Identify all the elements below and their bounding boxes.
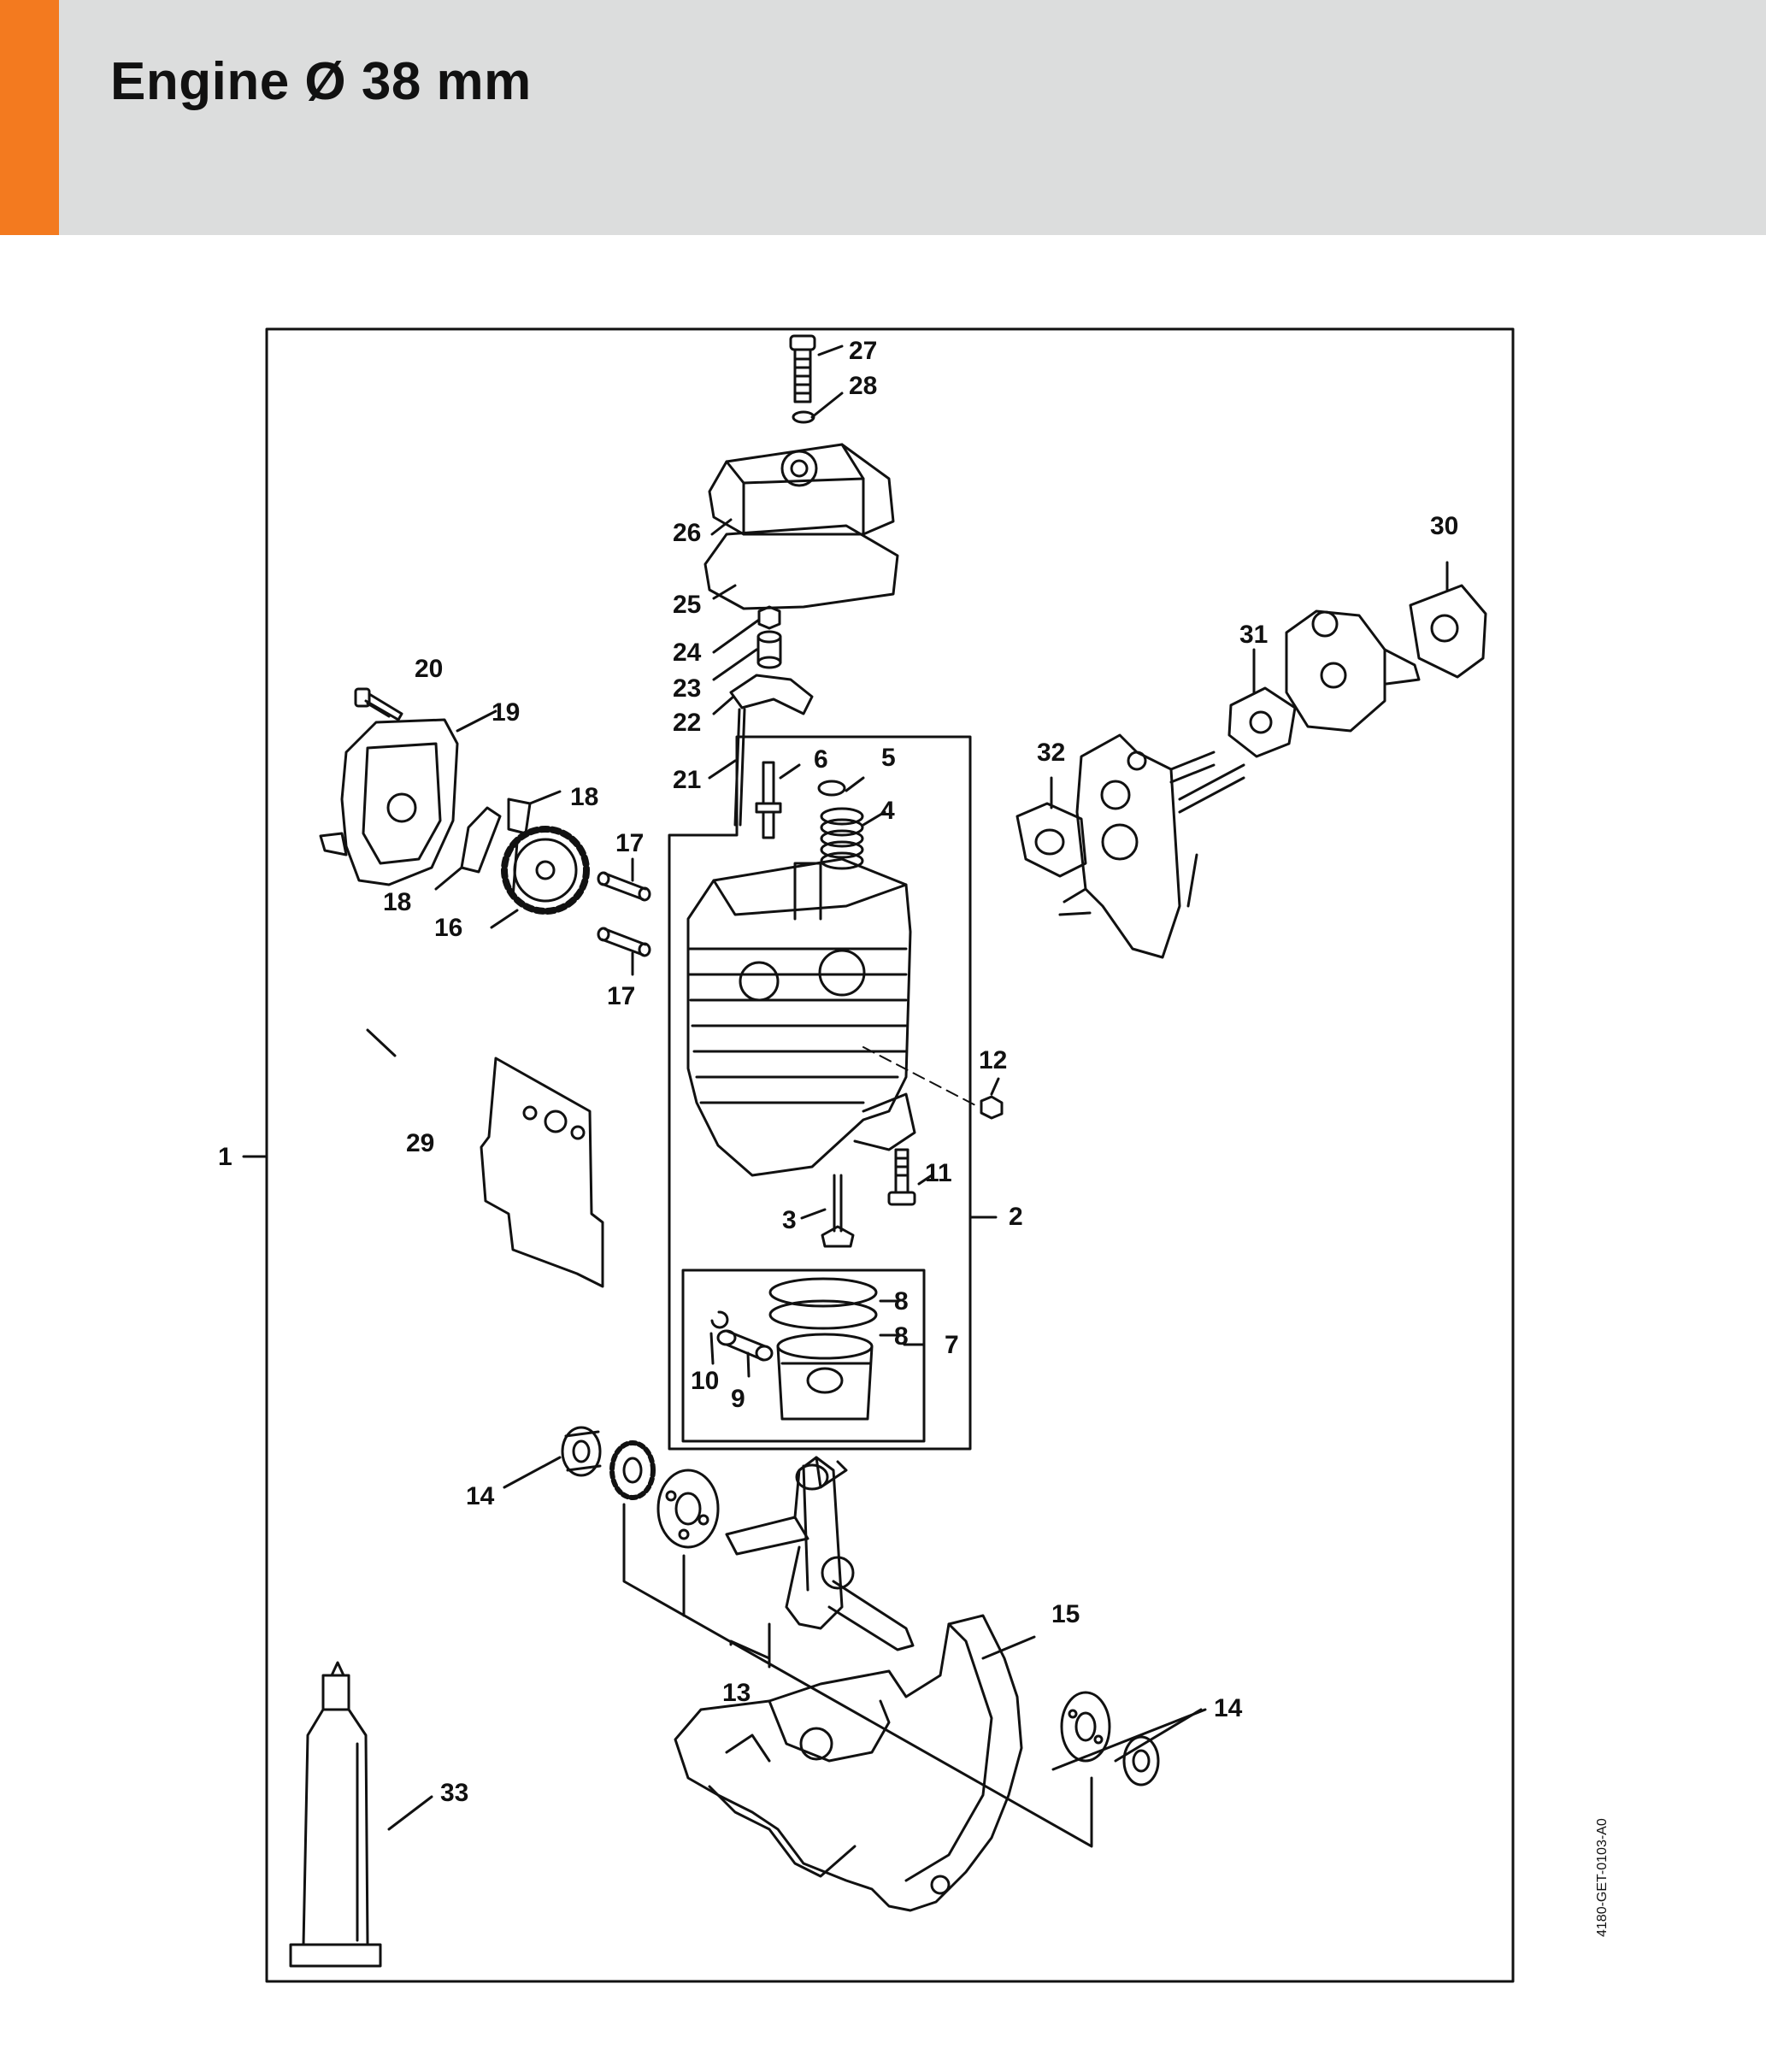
bearing-part bbox=[561, 1426, 602, 1477]
piston-part bbox=[776, 1333, 874, 1421]
callout-21: 21 bbox=[673, 766, 701, 794]
oil-seal-part bbox=[1122, 1735, 1160, 1787]
spring-retainer-part bbox=[817, 780, 846, 797]
push-rod-part bbox=[733, 708, 746, 827]
callout-6: 6 bbox=[814, 745, 828, 774]
callout-32: 32 bbox=[1037, 739, 1065, 767]
grease-tube-part bbox=[289, 1661, 382, 1968]
callout-17-bottom: 17 bbox=[607, 982, 635, 1010]
piston-pin-part bbox=[716, 1329, 774, 1362]
header-accent-bar bbox=[0, 0, 59, 235]
flange-gasket-part bbox=[1015, 802, 1087, 878]
camshaft-gear-part bbox=[501, 826, 590, 915]
callout-11: 11 bbox=[925, 1159, 952, 1187]
carburetor-gasket-part bbox=[1409, 584, 1487, 679]
callout-5: 5 bbox=[881, 744, 896, 772]
gear-cover-part bbox=[319, 718, 459, 886]
valve-part bbox=[821, 1174, 855, 1248]
valve-spring-part bbox=[820, 807, 864, 870]
stud-part bbox=[755, 761, 782, 839]
lever-part bbox=[507, 798, 532, 835]
header-band bbox=[0, 0, 1766, 235]
callout-16: 16 bbox=[434, 914, 462, 942]
callout-29: 29 bbox=[406, 1129, 434, 1157]
hex-nut-part bbox=[980, 1095, 1004, 1120]
drawing-code: 4180-GET-0103-A0 bbox=[1595, 1818, 1610, 1937]
diagram-frame bbox=[265, 327, 1515, 1983]
callout-30: 30 bbox=[1430, 512, 1458, 540]
ball-bearing-part bbox=[656, 1469, 720, 1549]
callout-1: 1 bbox=[218, 1143, 233, 1171]
callout-25: 25 bbox=[673, 591, 701, 619]
cylinder-part bbox=[686, 857, 916, 1177]
cylinder-gasket-part bbox=[480, 1057, 604, 1288]
ball-bearing-part bbox=[1060, 1691, 1111, 1763]
callout-23: 23 bbox=[673, 674, 701, 703]
piston-ring-part bbox=[768, 1299, 878, 1330]
callout-12: 12 bbox=[979, 1046, 1007, 1074]
piston-group-box bbox=[681, 1269, 926, 1443]
callout-13: 13 bbox=[722, 1679, 751, 1707]
valve-cover-part bbox=[708, 443, 895, 536]
cylinder-screw-part bbox=[887, 1148, 916, 1206]
callout-24: 24 bbox=[673, 639, 702, 667]
callout-18-bottom: 18 bbox=[383, 888, 411, 916]
callout-2: 2 bbox=[1009, 1203, 1023, 1231]
callout-3: 3 bbox=[782, 1206, 797, 1234]
bearing-cover-screw-part bbox=[354, 687, 403, 721]
intake-manifold-part bbox=[1058, 733, 1245, 959]
rocker-arm-part bbox=[729, 674, 814, 715]
crankcase-part bbox=[674, 1614, 1023, 1912]
pinion-gear-part bbox=[609, 1440, 656, 1500]
callout-8: 8 bbox=[894, 1287, 909, 1316]
dowel-pin-part bbox=[597, 871, 651, 902]
callout-14-right: 14 bbox=[1214, 1694, 1243, 1722]
adjusting-nut-part bbox=[757, 605, 781, 630]
cover-gasket-part bbox=[703, 524, 899, 610]
sleeve-part bbox=[756, 630, 782, 669]
page-title: Engine Ø 38 mm bbox=[110, 52, 532, 111]
callout-17-top: 17 bbox=[615, 829, 644, 857]
washer-part bbox=[792, 410, 815, 424]
lever-part bbox=[460, 806, 502, 874]
callout-28: 28 bbox=[849, 372, 877, 400]
callout-27: 27 bbox=[849, 337, 877, 365]
callout-26: 26 bbox=[673, 519, 701, 547]
callout-4: 4 bbox=[880, 797, 895, 825]
carburetor-part bbox=[1285, 609, 1421, 733]
callout-10: 10 bbox=[691, 1367, 719, 1395]
callout-8b: 8 bbox=[894, 1322, 909, 1351]
callout-9: 9 bbox=[731, 1385, 745, 1413]
cover-screw-part bbox=[789, 334, 816, 403]
callout-22: 22 bbox=[673, 709, 701, 737]
callout-20: 20 bbox=[415, 655, 443, 683]
callout-7: 7 bbox=[945, 1331, 959, 1359]
cylinder-group-box bbox=[668, 735, 972, 1451]
dowel-pin-part bbox=[597, 927, 651, 957]
intake-gasket-part bbox=[1227, 686, 1297, 758]
crankshaft-part bbox=[725, 1456, 915, 1651]
callout-14-left: 14 bbox=[466, 1482, 495, 1510]
callout-19: 19 bbox=[492, 698, 520, 727]
callout-15: 15 bbox=[1051, 1600, 1080, 1628]
piston-ring-part bbox=[768, 1277, 878, 1308]
callout-labels: 1 2 3 4 5 6 7 8 8 9 10 11 12 13 14 14 15… bbox=[218, 337, 1458, 1807]
callout-18-top: 18 bbox=[570, 783, 598, 811]
circlip-part bbox=[710, 1310, 729, 1329]
callout-31: 31 bbox=[1239, 621, 1268, 649]
callout-33: 33 bbox=[440, 1779, 468, 1807]
